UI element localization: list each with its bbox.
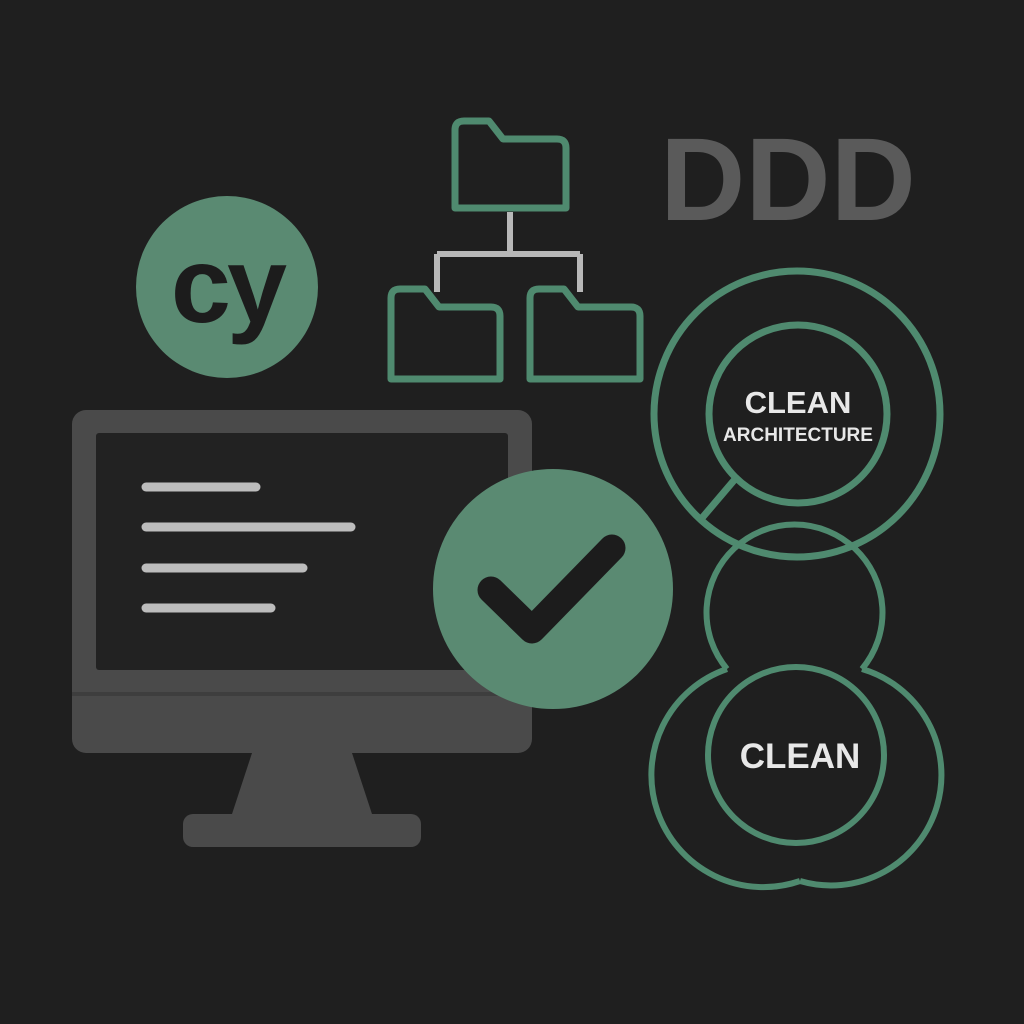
folder-left-icon [387,285,504,383]
monitor-stand [232,753,372,814]
venn-top-arc [703,521,886,671]
venn-inner-circle [705,664,887,846]
monitor-divider [72,692,532,696]
venn-left-arc [648,666,801,891]
monitor-base [183,814,421,847]
cypress-logo-icon: cy [136,196,318,378]
magnifier-icon: CLEAN ARCHITECTURE [650,267,944,561]
cypress-logo-text: cy [171,224,287,345]
ddd-heading: DDD [660,114,916,246]
venn-circles-icon [648,521,945,891]
folder-top-icon [451,117,570,212]
venn-right-arc [799,666,945,889]
folder-tree-icon [387,117,644,383]
folder-right-icon [526,285,644,383]
clean-architecture-subtitle: ARCHITECTURE [723,425,873,446]
checkmark-icon [433,469,673,709]
clean-circles-title: CLEAN [740,737,861,776]
screen-text-lines [141,482,356,613]
monitor-icon [72,410,532,847]
clean-architecture-title: CLEAN [745,385,852,420]
folder-tree-connectors [434,212,583,292]
